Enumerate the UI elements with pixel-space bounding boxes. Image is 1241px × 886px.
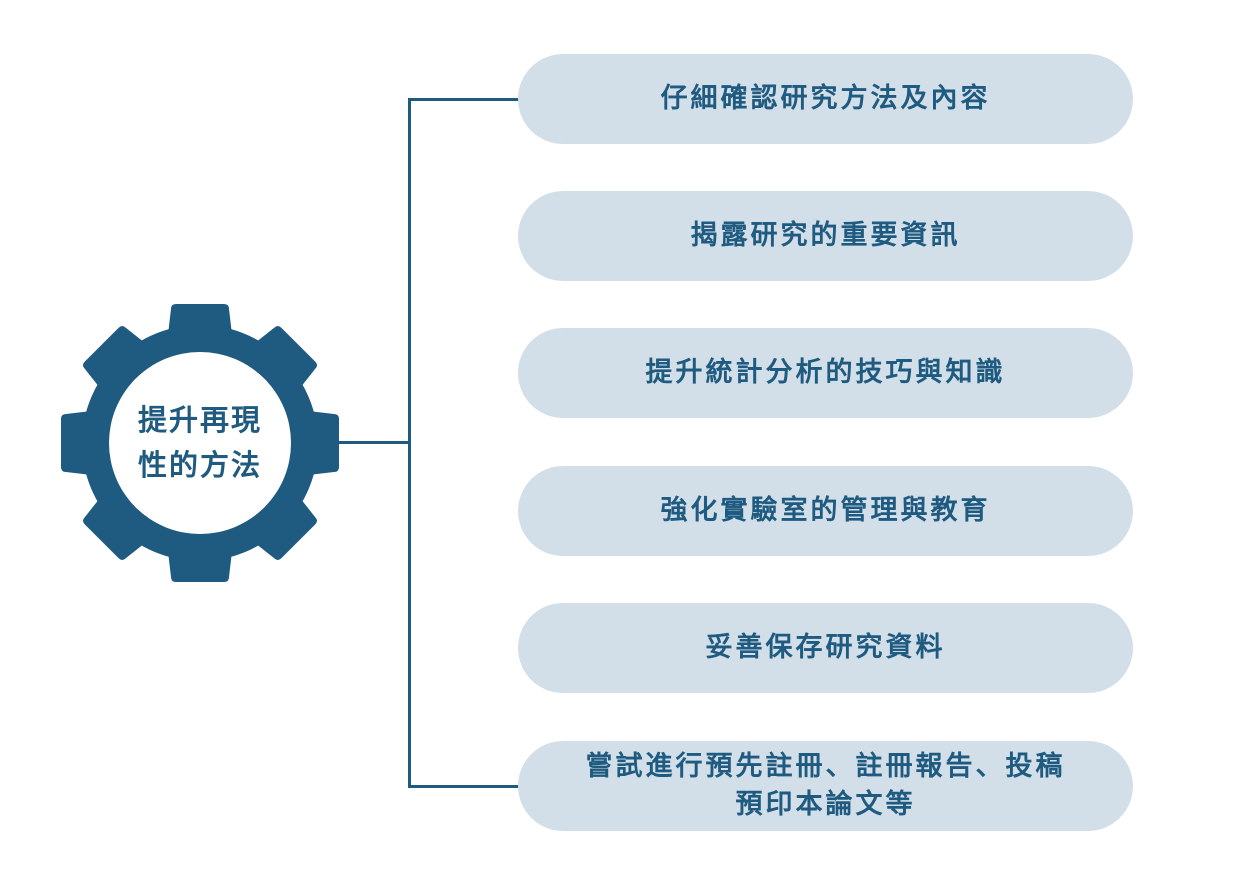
method-item: 妥善保存研究資料 (518, 603, 1133, 693)
gear-icon (61, 304, 339, 582)
connector-horizontal (338, 441, 411, 444)
gear-tooth (82, 490, 153, 561)
gear-tooth (167, 304, 233, 343)
gear-tooth (247, 325, 318, 396)
method-item: 仔細確認研究方法及內容 (518, 54, 1133, 144)
connector-top (408, 98, 520, 101)
gear-tooth (61, 410, 100, 476)
gear-tooth (82, 325, 153, 396)
gear-tooth (300, 410, 339, 476)
connector-vertical (408, 98, 411, 788)
connector-bottom (408, 785, 520, 788)
center-label: 提升再現 性的方法 (137, 403, 262, 482)
method-item: 強化實驗室的管理與教育 (518, 466, 1133, 556)
method-item: 嘗試進行預先註冊、註冊報告、投稿 預印本論文等 (518, 741, 1133, 831)
method-item: 揭露研究的重要資訊 (518, 191, 1133, 281)
gear-tooth (247, 490, 318, 561)
gear-tooth (167, 543, 233, 582)
method-item: 提升統計分析的技巧與知識 (518, 328, 1133, 418)
